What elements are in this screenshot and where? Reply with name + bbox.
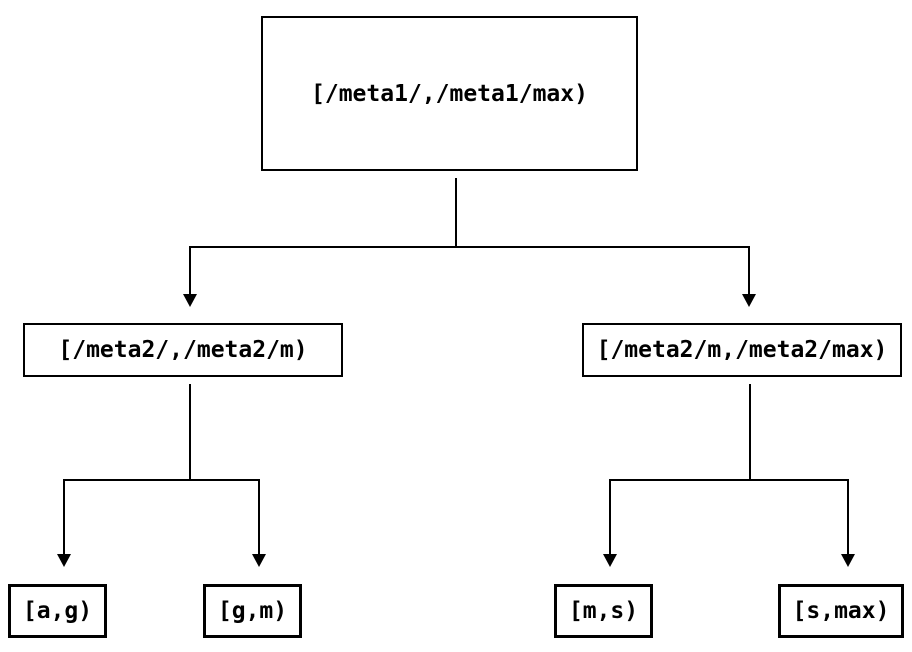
tree-node-leaf-smax: [s,max) [778, 584, 904, 638]
tree-node-leaf-ag-label: [a,g) [22, 598, 93, 624]
tree-node-root-label: [/meta1/,/meta1/max) [311, 80, 588, 107]
tree-node-leaf-smax-label: [s,max) [792, 598, 890, 624]
arrowhead-leaf-0-icon [57, 554, 71, 567]
arrowhead-mid-right-icon [742, 294, 756, 307]
tree-node-leaf-gm-label: [g,m) [217, 598, 288, 624]
arrowhead-leaf-3-icon [841, 554, 855, 567]
tree-node-root: [/meta1/,/meta1/max) [261, 16, 638, 171]
tree-node-leaf-ag: [a,g) [8, 584, 107, 638]
arrowhead-leaf-2-icon [603, 554, 617, 567]
arrowhead-mid-left-icon [183, 294, 197, 307]
tree-node-leaf-ms-label: [m,s) [568, 598, 639, 624]
arrowhead-leaf-1-icon [252, 554, 266, 567]
tree-node-meta2-right: [/meta2/m,/meta2/max) [582, 323, 902, 377]
tree-node-meta2-left-label: [/meta2/,/meta2/m) [58, 337, 308, 363]
tree-node-meta2-left: [/meta2/,/meta2/m) [23, 323, 343, 377]
tree-node-meta2-right-label: [/meta2/m,/meta2/max) [596, 337, 888, 363]
tree-node-leaf-gm: [g,m) [203, 584, 302, 638]
tree-node-leaf-ms: [m,s) [554, 584, 653, 638]
